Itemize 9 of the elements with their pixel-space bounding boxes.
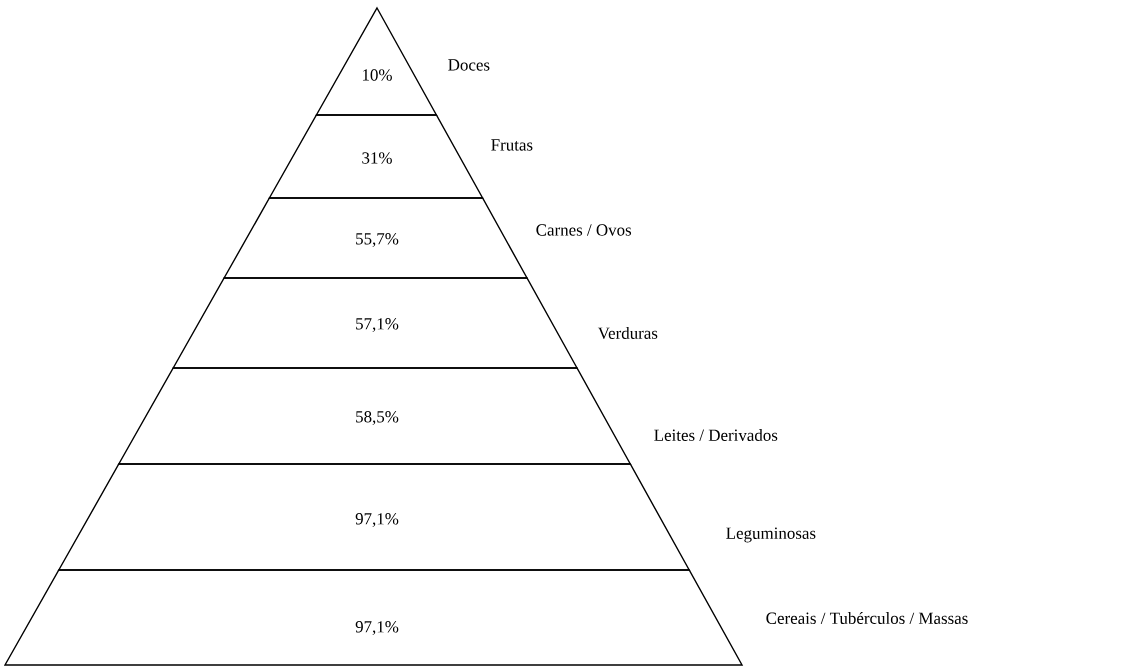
category-label: Doces xyxy=(448,59,490,71)
category-label: Leites / Derivados xyxy=(654,429,778,441)
category-label: Carnes / Ovos xyxy=(536,224,632,236)
category-label: Verduras xyxy=(597,327,658,339)
pyramid-band: 31% xyxy=(268,114,484,199)
category-label: Cereais / Tubérculos / Massas xyxy=(766,612,968,624)
category-label: Frutas xyxy=(491,139,533,151)
category-label: Leguminosas xyxy=(726,527,816,543)
pyramid-band: 57,1% xyxy=(172,277,579,369)
